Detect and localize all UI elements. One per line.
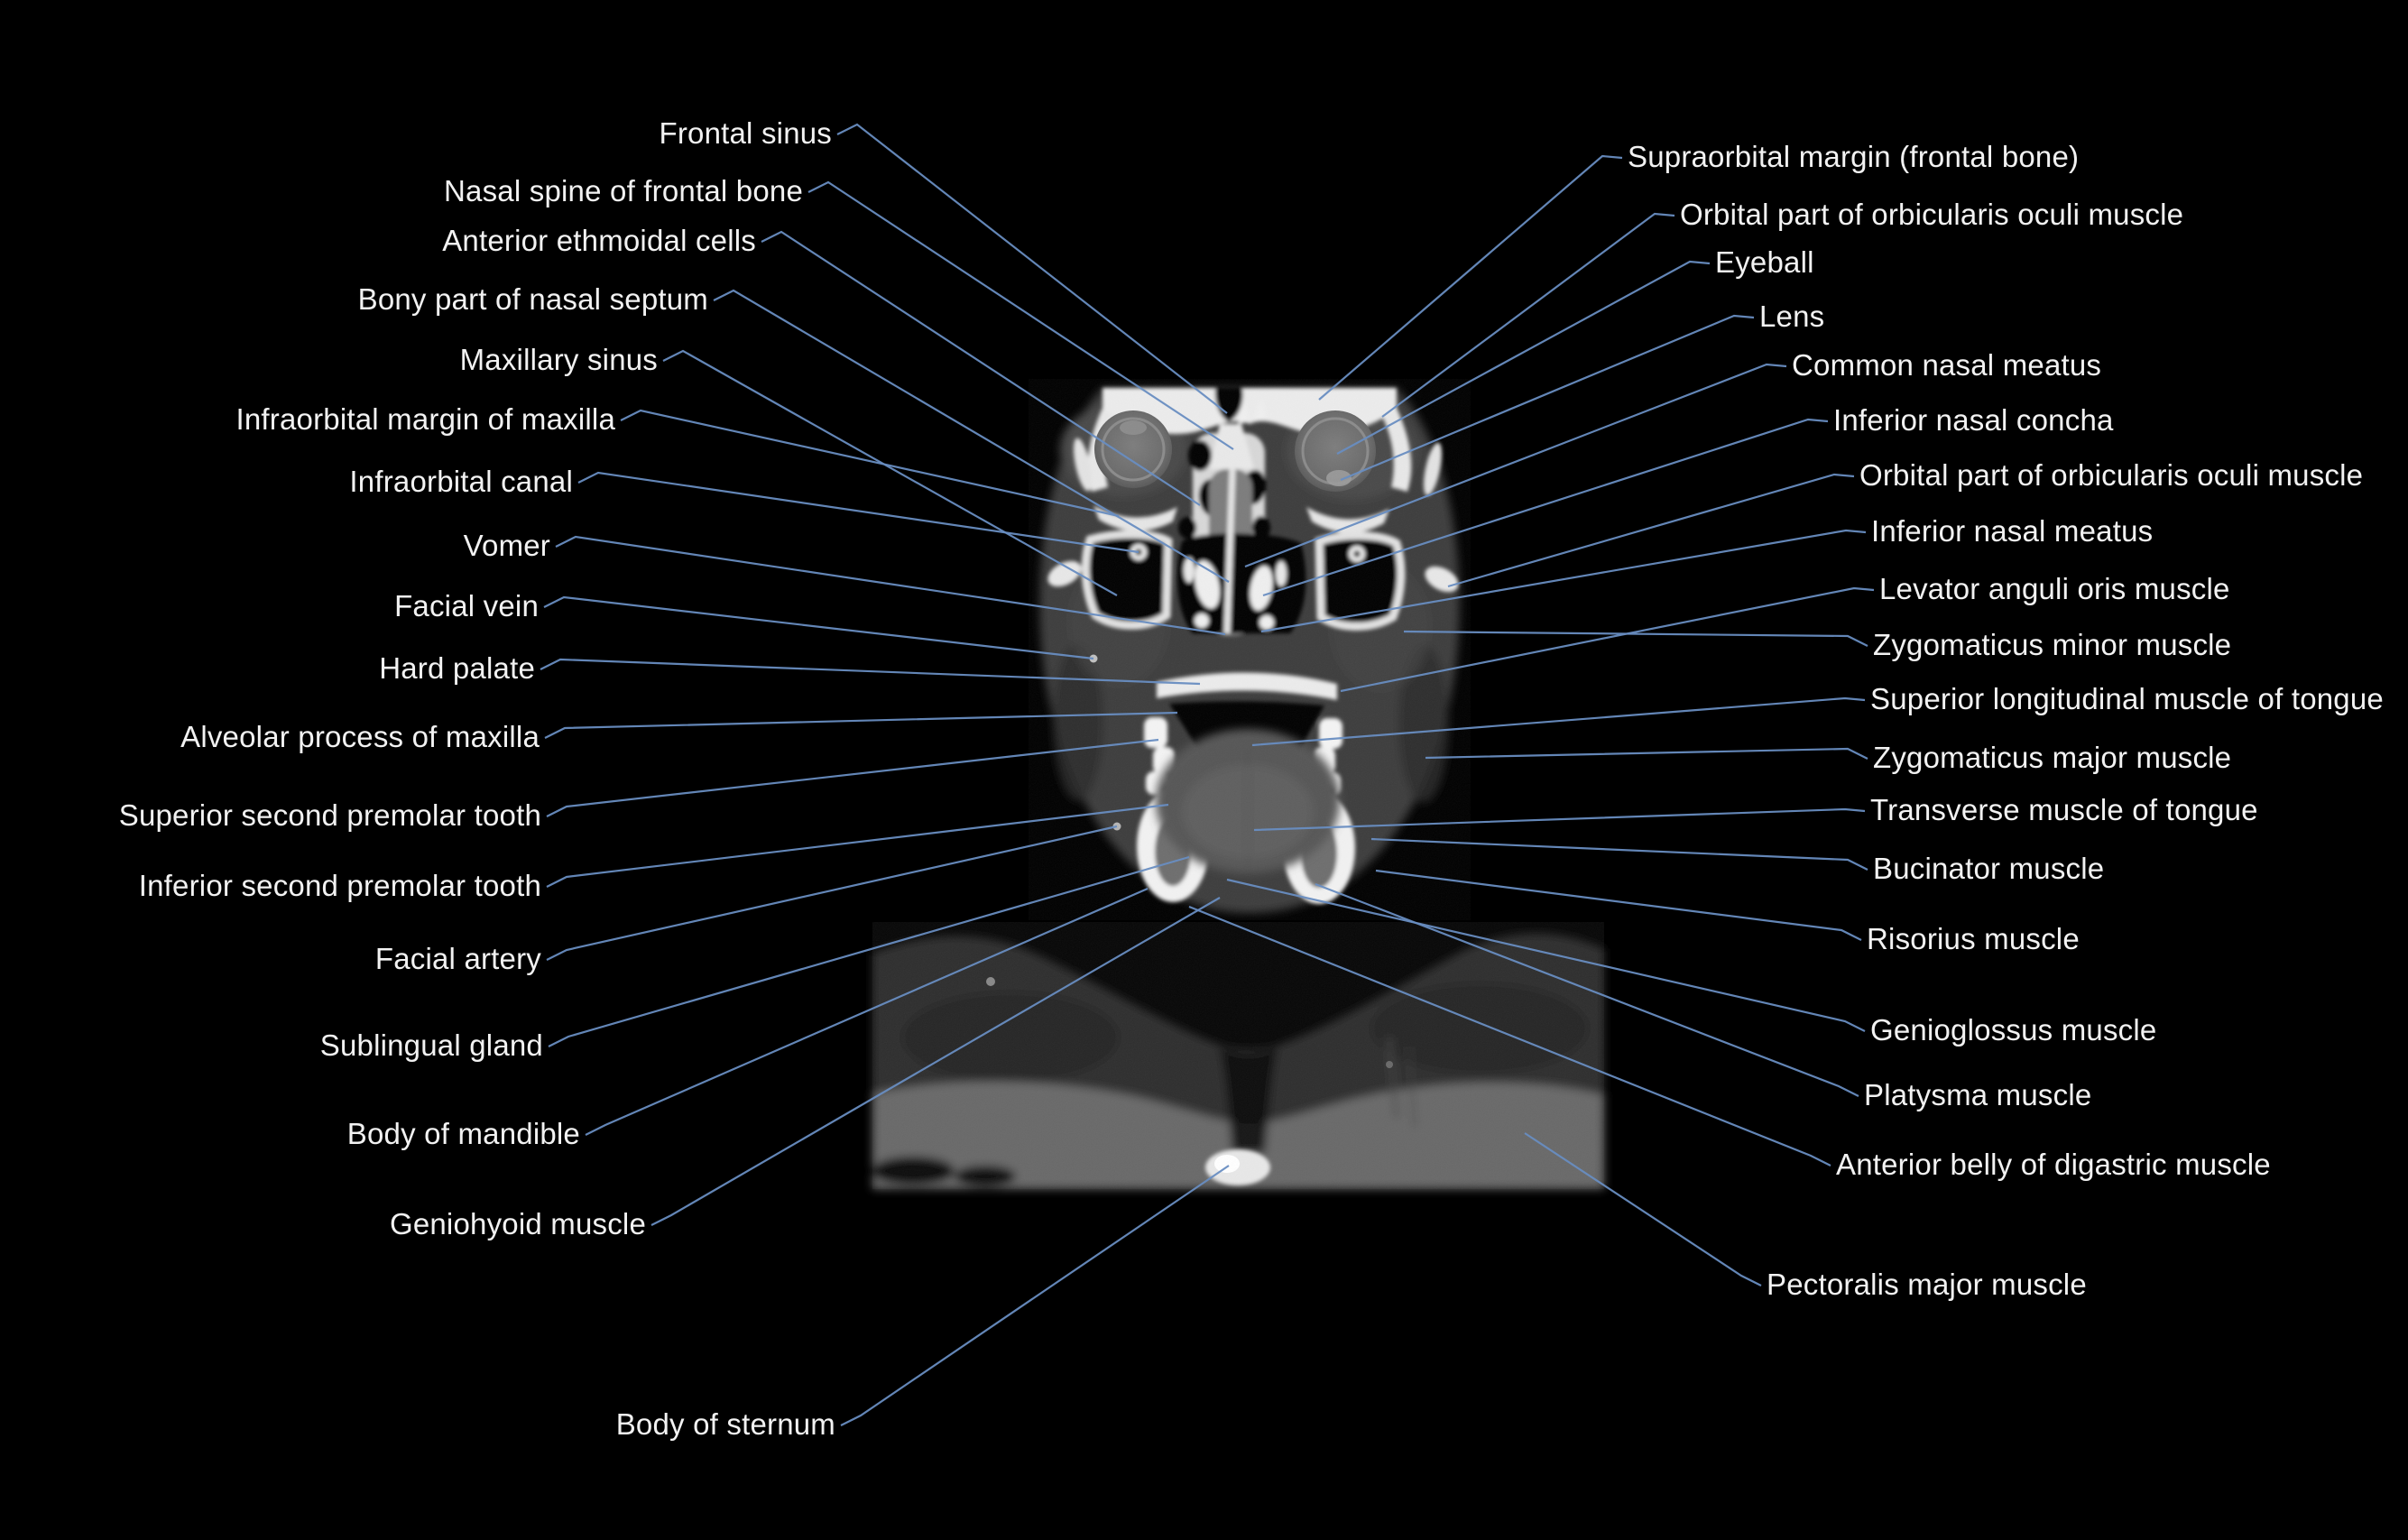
label-frontal-sinus: Frontal sinus (659, 116, 832, 151)
leader-superior-longitudinal-muscle-of-tongue (1251, 696, 1866, 747)
leader-infraorbital-canal (577, 471, 1139, 554)
leader-transverse-muscle-of-tongue (1253, 807, 1866, 832)
leader-facial-artery (546, 825, 1118, 961)
label-anterior-belly-of-digastric-muscle: Anterior belly of digastric muscle (1836, 1148, 2271, 1182)
label-infraorbital-canal: Infraorbital canal (349, 465, 573, 499)
leader-anterior-ethmoidal-cells (761, 230, 1201, 506)
leader-pectoralis-major-muscle (1524, 1132, 1762, 1286)
leader-zygomaticus-minor-muscle (1403, 630, 1868, 647)
label-orbital-part-of-orbicularis-oculi-muscle: Orbital part of orbicularis oculi muscle (1680, 198, 2184, 232)
leader-maxillary-sinus (662, 349, 1118, 596)
leader-orbital-part-of-orbicularis-oculi-muscle-2 (1447, 473, 1855, 588)
leader-geniohyoid-muscle (650, 897, 1221, 1226)
label-lens: Lens (1759, 300, 1825, 334)
leader-risorius-muscle (1375, 869, 1862, 941)
leader-anterior-belly-of-digastric-muscle (1188, 905, 1831, 1167)
leader-bony-part-of-nasal-septum (713, 289, 1230, 583)
label-platysma-muscle: Platysma muscle (1864, 1078, 2092, 1112)
label-inferior-nasal-concha: Inferior nasal concha (1833, 403, 2114, 438)
leader-common-nasal-meatus (1244, 363, 1787, 568)
leader-alveolar-process-of-maxilla (544, 711, 1178, 739)
leader-superior-second-premolar-tooth (546, 738, 1159, 817)
leader-supraorbital-margin-frontal-bone (1318, 154, 1623, 401)
leader-bucinator-muscle (1370, 837, 1868, 871)
label-zygomaticus-major-muscle: Zygomaticus major muscle (1873, 741, 2232, 775)
label-vomer: Vomer (463, 529, 550, 563)
leader-levator-anguli-oris-muscle (1340, 586, 1875, 693)
leader-nasal-spine-of-frontal-bone (807, 180, 1234, 450)
label-supraorbital-margin-frontal-bone: Supraorbital margin (frontal bone) (1628, 140, 2080, 174)
label-body-of-mandible: Body of mandible (346, 1117, 580, 1151)
label-hard-palate: Hard palate (379, 651, 535, 686)
label-superior-second-premolar-tooth: Superior second premolar tooth (118, 798, 541, 833)
label-maxillary-sinus: Maxillary sinus (459, 343, 658, 377)
leader-body-of-mandible (585, 887, 1149, 1136)
leader-inferior-second-premolar-tooth (546, 803, 1169, 888)
label-geniohyoid-muscle: Geniohyoid muscle (389, 1207, 646, 1241)
label-alveolar-process-of-maxilla: Alveolar process of maxilla (180, 720, 540, 754)
leader-orbital-part-of-orbicularis-oculi-muscle (1381, 212, 1675, 418)
leader-genioglossus-muscle (1226, 878, 1866, 1032)
leader-sublingual-gland (548, 855, 1190, 1047)
label-inferior-nasal-meatus: Inferior nasal meatus (1871, 514, 2154, 549)
label-superior-longitudinal-muscle-of-tongue: Superior longitudinal muscle of tongue (1870, 682, 2384, 716)
label-zygomaticus-minor-muscle: Zygomaticus minor muscle (1873, 628, 2232, 662)
leader-platysma-muscle (1315, 882, 1859, 1097)
label-sublingual-gland: Sublingual gland (319, 1028, 543, 1063)
label-infraorbital-margin-of-maxilla: Infraorbital margin of maxilla (235, 402, 615, 437)
label-genioglossus-muscle: Genioglossus muscle (1870, 1013, 2157, 1047)
ct-chest-image (872, 922, 1604, 1189)
label-risorius-muscle: Risorius muscle (1867, 922, 2080, 956)
label-orbital-part-of-orbicularis-oculi-muscle-2: Orbital part of orbicularis oculi muscle (1859, 458, 2364, 493)
label-inferior-second-premolar-tooth: Inferior second premolar tooth (138, 869, 541, 903)
leader-zygomaticus-major-muscle (1425, 747, 1868, 760)
leader-eyeball (1336, 260, 1711, 455)
label-transverse-muscle-of-tongue: Transverse muscle of tongue (1870, 793, 2258, 827)
leader-body-of-sternum (840, 1165, 1230, 1426)
label-facial-artery: Facial artery (374, 942, 541, 976)
label-anterior-ethmoidal-cells: Anterior ethmoidal cells (442, 224, 756, 258)
label-eyeball: Eyeball (1715, 245, 1814, 280)
ct-head-image (1029, 379, 1471, 920)
label-levator-anguli-oris-muscle: Levator anguli oris muscle (1879, 572, 2230, 606)
label-pectoralis-major-muscle: Pectoralis major muscle (1767, 1268, 2087, 1302)
label-common-nasal-meatus: Common nasal meatus (1792, 348, 2102, 383)
leader-infraorbital-margin-of-maxilla (620, 409, 1120, 518)
leader-inferior-nasal-concha (1262, 418, 1829, 597)
label-nasal-spine-of-frontal-bone: Nasal spine of frontal bone (444, 174, 803, 208)
leader-frontal-sinus (836, 123, 1228, 414)
label-body-of-sternum: Body of sternum (615, 1407, 835, 1442)
leader-inferior-nasal-meatus (1260, 529, 1867, 633)
label-facial-vein: Facial vein (394, 589, 539, 623)
leader-vomer (555, 535, 1226, 636)
leader-lens (1340, 314, 1755, 482)
leader-lines (540, 123, 1875, 1426)
label-bony-part-of-nasal-septum: Bony part of nasal septum (357, 282, 708, 317)
label-bucinator-muscle: Bucinator muscle (1873, 852, 2105, 886)
leader-facial-vein (543, 595, 1094, 660)
leader-hard-palate (540, 658, 1201, 686)
